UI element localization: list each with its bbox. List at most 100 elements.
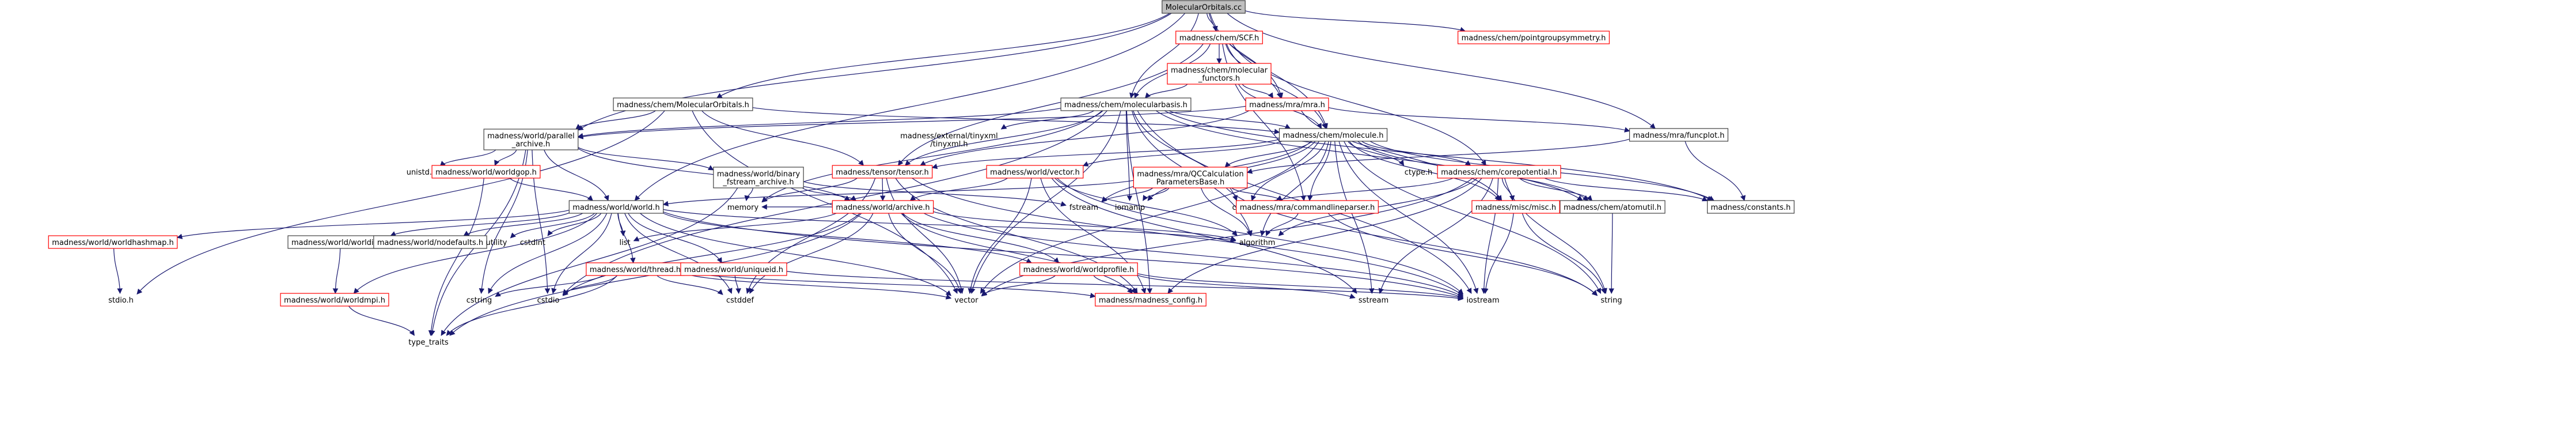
edge-archive-to-cstddef [749, 213, 874, 294]
edge-binary-to-fstream [803, 181, 1067, 207]
node-label: madness/chem/pointgroupsymmetry.h [1462, 34, 1606, 43]
edge-world-to-cstring [488, 213, 608, 294]
node-label: unistd.h [407, 168, 437, 177]
node-typetraits[interactable]: type_traits [405, 335, 452, 348]
node-box [1471, 200, 1560, 214]
node-pointgroup[interactable]: madness/chem/pointgroupsymmetry.h [1457, 31, 1610, 44]
node-label: madness/world/parallel [487, 132, 575, 141]
edge-root-to-scf [1207, 13, 1218, 32]
node-utility[interactable]: utility [483, 236, 511, 248]
node-atomutil[interactable]: madness/chem/atomutil.h [1560, 200, 1666, 214]
node-molorbh[interactable]: madness/chem/MolecularOrbitals.h [613, 97, 753, 111]
edge-molorbh-to-stdio [136, 110, 665, 295]
edge-tensor-to-vector [886, 178, 964, 294]
node-worldmpi[interactable]: madness/world/worldmpi.h [280, 293, 389, 307]
node-parallel[interactable]: madness/world/parallel_archive.h [483, 129, 579, 150]
node-hashmap[interactable]: madness/world/worldhashmap.h [48, 235, 178, 249]
node-ctype[interactable]: ctype.h [1401, 165, 1436, 178]
node-config[interactable]: madness/madness_config.h [1095, 293, 1207, 307]
edge-qccalc-to-cmdparser [1231, 187, 1283, 201]
node-label: madness/chem/molecular [1171, 66, 1268, 75]
node-memory[interactable]: memory [724, 201, 762, 213]
edge-world-to-cstdint [547, 213, 602, 236]
node-box [1278, 128, 1388, 142]
node-label: madness/chem/corepotential.h [1441, 168, 1557, 177]
node-profile[interactable]: madness/world/worldprofile.h [1019, 262, 1138, 276]
edge-profile-to-config [1093, 275, 1136, 294]
node-label: madness/mra/QCCalculation [1137, 170, 1243, 179]
node-label: madness/chem/molecule.h [1283, 131, 1383, 140]
edge-archive-to-config [901, 213, 1133, 294]
edge-molecule-to-qccalc [1224, 141, 1312, 168]
edge-corepot-to-sstream [1378, 178, 1493, 294]
node-label: madness/misc/misc.h [1475, 203, 1556, 212]
node-box [1162, 0, 1246, 14]
node-misc[interactable]: madness/misc/misc.h [1471, 200, 1560, 214]
edge-molbasis-to-parallel [577, 108, 1061, 139]
edge-thread-to-cstdio [562, 275, 618, 295]
edge-molbasis-to-config [1126, 110, 1153, 294]
node-worldgop[interactable]: madness/world/worldgop.h [431, 165, 541, 179]
node-algorithm[interactable]: algorithm [1236, 236, 1279, 248]
node-iostream[interactable]: iostream [1463, 293, 1503, 306]
node-mra[interactable]: madness/mra/mra.h [1245, 97, 1329, 111]
edge-funcplot-to-constants [1685, 141, 1746, 201]
node-label: cstdint [520, 239, 545, 247]
node-stdio[interactable]: stdio.h [105, 293, 137, 306]
node-unistd[interactable]: unistd.h [403, 165, 441, 178]
node-tinyxml[interactable]: madness/external/tinyxml/tinyxml.h [897, 129, 1001, 150]
edge-molfunctors-to-molbasis [1144, 84, 1188, 99]
edge-world-to-algorithm [663, 209, 1236, 243]
node-box [1437, 165, 1561, 179]
node-label: madness/chem/atomutil.h [1564, 203, 1661, 212]
node-cmdparser[interactable]: madness/mra/commandlineparser.h [1236, 200, 1379, 214]
node-vectorh[interactable]: madness/world/vector.h [986, 165, 1084, 179]
node-scf[interactable]: madness/chem/SCF.h [1175, 31, 1263, 44]
edge-qccalc-to-world [662, 180, 1134, 207]
node-binary[interactable]: madness/world/binary_fstream_archive.h [713, 167, 804, 188]
node-funcplot[interactable]: madness/mra/funcplot.h [1629, 128, 1729, 142]
node-tensor[interactable]: madness/tensor/tensor.h [832, 165, 933, 179]
node-label: fstream [1069, 203, 1098, 212]
node-box [713, 167, 804, 188]
node-qccalc[interactable]: madness/mra/QCCalculationParametersBase.… [1133, 167, 1248, 188]
edge-world-to-worldinit [390, 212, 570, 237]
node-label: utility [486, 239, 507, 247]
node-constants[interactable]: madness/constants.h [1707, 200, 1795, 214]
node-corepot[interactable]: madness/chem/corepotential.h [1437, 165, 1561, 179]
node-worldinit[interactable]: madness/world/worldinit.h [287, 235, 394, 249]
node-cstdio[interactable]: cstdio [534, 293, 563, 306]
edge-world-to-vector [640, 213, 952, 296]
node-label: iomanip [1115, 203, 1145, 212]
node-molecule[interactable]: madness/chem/molecule.h [1278, 128, 1388, 142]
edge-vectorh-to-vector [968, 178, 1032, 294]
node-label: madness/world/worldinit.h [291, 239, 390, 247]
node-sstream[interactable]: sstream [1355, 293, 1392, 306]
node-box [431, 165, 541, 179]
edge-world-to-thread [617, 213, 636, 263]
node-world[interactable]: madness/world/world.h [568, 200, 664, 214]
node-cstdint[interactable]: cstdint [517, 236, 549, 248]
node-nodefaults[interactable]: madness/world/nodefaults.h [373, 235, 487, 249]
node-molfunctors[interactable]: madness/chem/molecular_functors.h [1167, 63, 1272, 85]
edge-uniqueid-to-cstddef [734, 275, 741, 294]
node-list[interactable]: list [616, 236, 633, 248]
node-label: memory [727, 203, 759, 212]
file-nodes: MolecularOrbitals.cc madness/chem/SCF.h ma… [48, 0, 1795, 348]
node-iomanip[interactable]: iomanip [1111, 201, 1148, 213]
node-uniqueid[interactable]: madness/world/uniqueid.h [680, 262, 787, 276]
node-thread[interactable]: madness/world/thread.h [586, 262, 685, 276]
node-label: vector [954, 296, 978, 305]
node-box [1560, 200, 1666, 214]
node-molbasis[interactable]: madness/chem/molecularbasis.h [1060, 97, 1192, 111]
node-cstring[interactable]: cstring [463, 293, 495, 306]
node-vector[interactable]: vector [951, 293, 981, 306]
node-root[interactable]: MolecularOrbitals.cc [1162, 0, 1246, 14]
node-archive[interactable]: madness/world/archive.h [832, 200, 934, 214]
node-label: madness/world/thread.h [590, 266, 681, 274]
node-fstream[interactable]: fstream [1066, 201, 1102, 213]
node-string[interactable]: string [1597, 293, 1625, 306]
node-cstddef[interactable]: cstddef [723, 293, 757, 306]
node-box [1629, 128, 1729, 142]
node-box [568, 200, 664, 214]
